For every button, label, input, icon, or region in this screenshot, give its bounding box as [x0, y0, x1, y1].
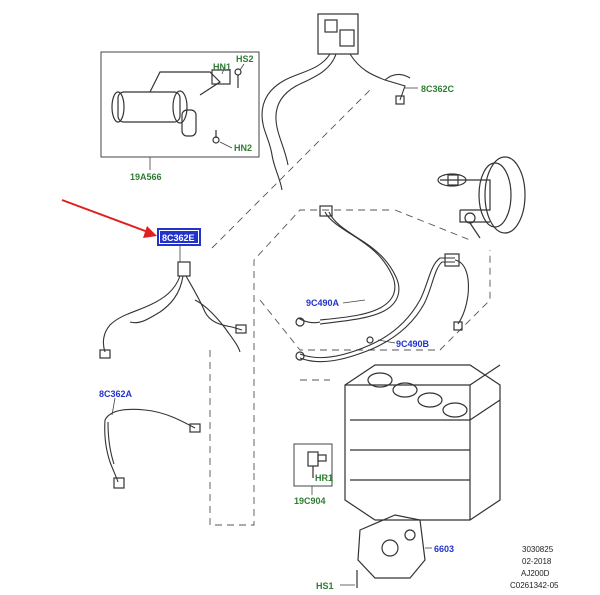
sensor-inset	[293, 443, 333, 495]
selected-part-highlight	[157, 228, 201, 246]
harness-top	[261, 13, 418, 191]
label-harness-top[interactable]: 8C362C	[421, 84, 455, 94]
dashed-leader-a	[211, 89, 371, 249]
starter-inset	[100, 51, 260, 170]
footer-line-1: 3030825	[522, 545, 554, 554]
label-hn2[interactable]: HN2	[234, 143, 252, 153]
dashed-leader-b	[209, 350, 255, 526]
engine-block	[344, 364, 501, 521]
label-hose-a[interactable]: 9C490A	[306, 298, 340, 308]
label-hs2[interactable]: HS2	[236, 54, 254, 64]
red-arrow	[61, 199, 157, 238]
pump-assembly	[340, 514, 432, 588]
label-harness-left[interactable]: 8C362A	[99, 389, 133, 399]
dashed-leader-e	[394, 209, 471, 241]
harness-left	[104, 397, 201, 489]
label-hr1[interactable]: HR1	[315, 473, 333, 483]
label-hn1[interactable]: HN1	[213, 62, 231, 72]
harness-selected	[99, 246, 247, 359]
label-starter[interactable]: 19A566	[130, 172, 162, 182]
dashed-leader-d	[259, 250, 491, 351]
footer-line-2: 02-2018	[522, 557, 552, 566]
footer-line-3: AJ200D	[521, 569, 550, 578]
label-harness-selected[interactable]: 8C362E	[162, 233, 195, 243]
label-hose-b[interactable]: 9C490B	[396, 339, 430, 349]
label-hs1[interactable]: HS1	[316, 581, 334, 591]
label-pump[interactable]: 6603	[434, 544, 454, 554]
starter-motor-body	[117, 91, 181, 123]
label-sensor[interactable]: 19C904	[294, 496, 326, 506]
dashed-leader-c	[253, 209, 390, 470]
footer-line-4: C0261342-05	[510, 581, 559, 590]
vacuum-hoses	[295, 205, 469, 363]
brake-booster	[437, 156, 526, 239]
